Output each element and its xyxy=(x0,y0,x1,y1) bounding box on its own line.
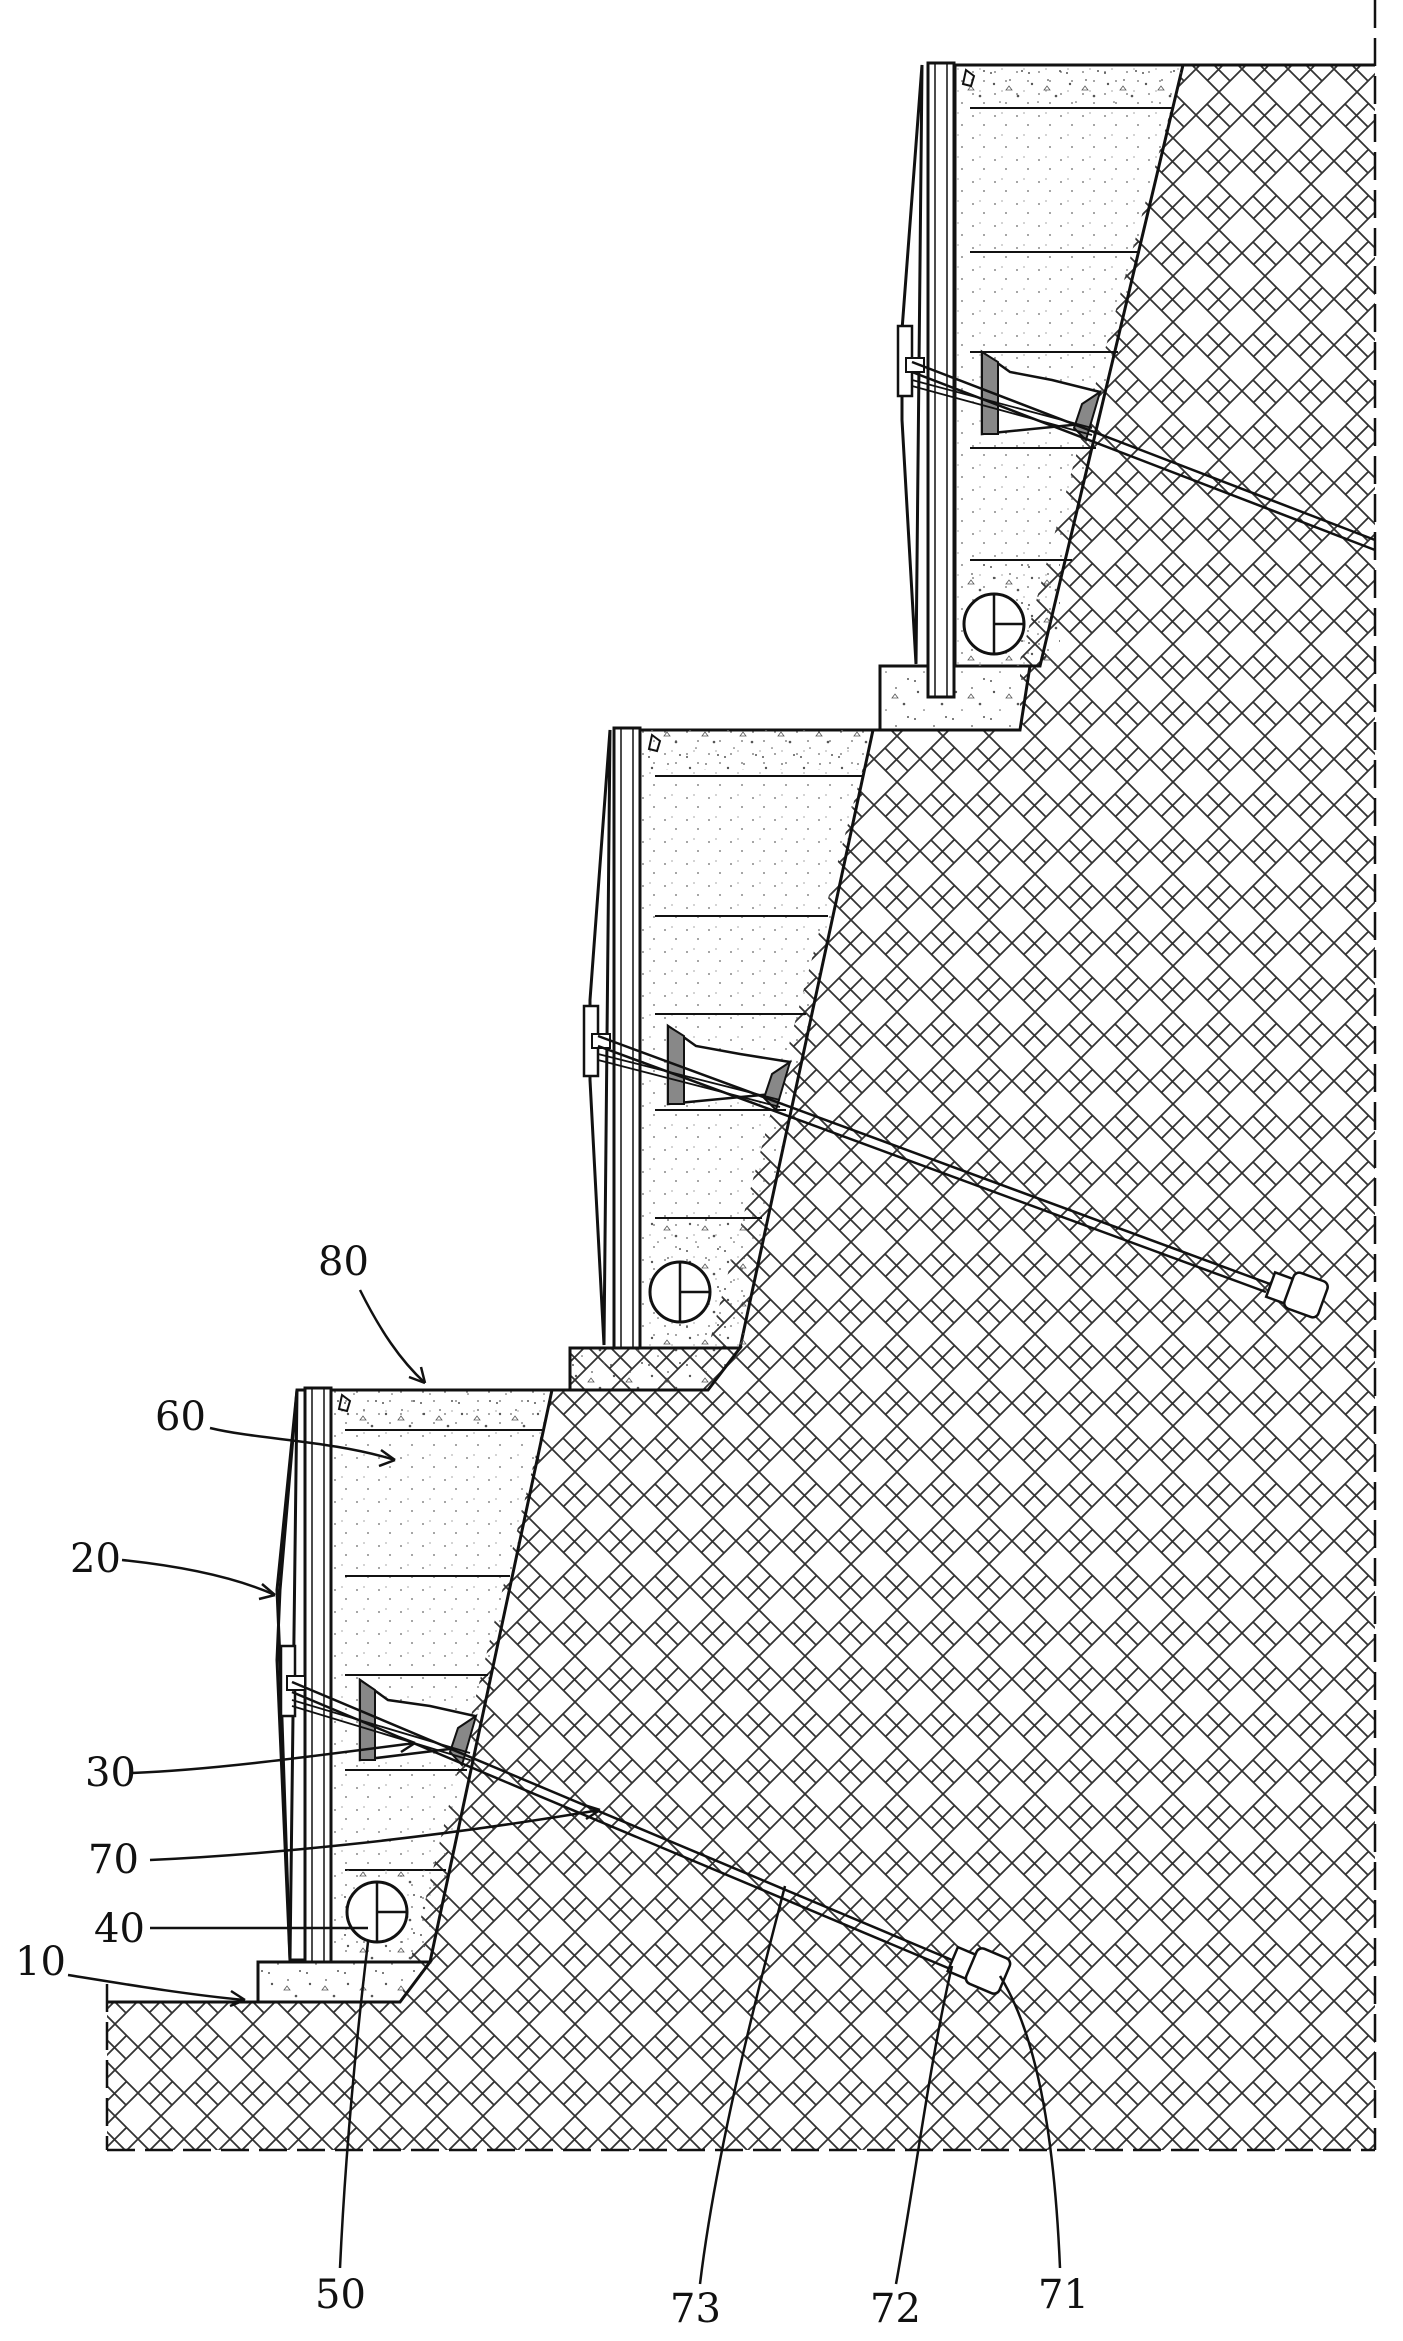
cap-concrete-middle xyxy=(640,730,873,770)
post-middle xyxy=(612,726,642,1350)
label-80: 80 xyxy=(318,1239,369,1285)
reference-labels: 80 60 20 30 70 40 10 50 73 72 71 xyxy=(15,1239,1089,2332)
leader-lines xyxy=(67,1289,1062,2285)
label-72: 72 xyxy=(870,2286,921,2332)
cap-concrete-bottom xyxy=(330,1390,552,1430)
footing-bottom xyxy=(256,1960,433,2004)
label-30: 30 xyxy=(85,1750,136,1796)
label-10: 10 xyxy=(15,1939,66,1985)
drain-pipe-bottom xyxy=(345,1880,409,1944)
label-70: 70 xyxy=(88,1837,139,1883)
label-60: 60 xyxy=(155,1394,206,1440)
anchor-body-bottom xyxy=(946,1945,1012,1995)
label-40: 40 xyxy=(94,1906,145,1952)
wall-tier-middle xyxy=(568,726,1329,1392)
wall-tier-top xyxy=(878,61,1376,732)
drain-pipe-top xyxy=(962,592,1026,656)
drain-pipe-middle xyxy=(648,1260,712,1324)
footing-middle xyxy=(568,1346,744,1392)
anchor-tendon-middle xyxy=(597,1034,1271,1294)
cap-concrete-top xyxy=(955,65,1183,105)
label-71: 71 xyxy=(1038,2272,1089,2318)
label-20: 20 xyxy=(70,1536,121,1582)
anchor-tendon-top xyxy=(911,360,1376,552)
post-bottom xyxy=(303,1386,333,1964)
label-50: 50 xyxy=(315,2272,366,2318)
anchor-body-middle xyxy=(1264,1270,1329,1319)
label-73: 73 xyxy=(670,2286,721,2332)
